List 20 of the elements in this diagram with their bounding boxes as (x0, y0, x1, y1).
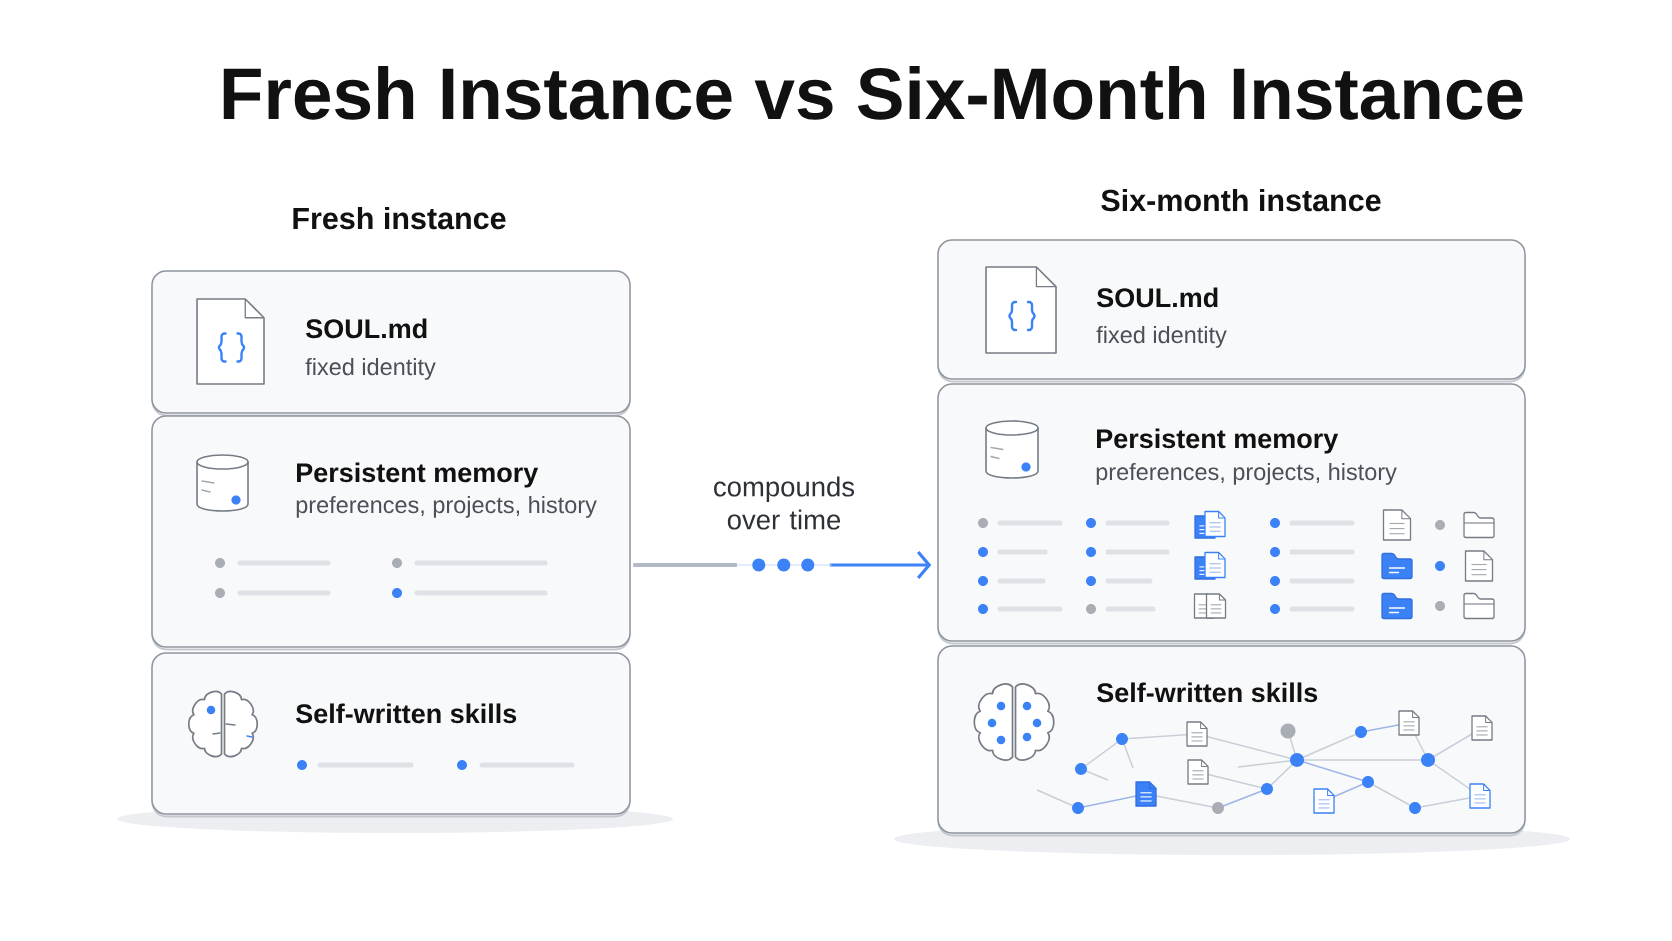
edge-label: compounds over time (714, 476, 855, 530)
card (151, 652, 631, 818)
card-title: SOUL.md (306, 318, 427, 339)
card-subtitle: fixed identity (1096, 326, 1227, 348)
card-title: Persistent memory (297, 462, 539, 488)
card-title: Self-written skills (296, 703, 517, 724)
card (937, 239, 1526, 383)
card-title: Persistent memory (1097, 428, 1339, 454)
card (151, 270, 631, 417)
card (151, 415, 631, 651)
card (937, 383, 1526, 645)
column-heading: Six-month instance (1101, 188, 1381, 212)
card-title: SOUL.md (1097, 287, 1218, 308)
card-title: Self-written skills (1097, 682, 1318, 703)
card-subtitle: fixed identity (305, 358, 436, 380)
card-subtitle: preferences, projects, history (1096, 463, 1397, 485)
arrow (633, 550, 932, 580)
card-subtitle: preferences, projects, history (296, 496, 597, 518)
title: Fresh Instance vs Six-Month Instance (223, 66, 1523, 120)
column-heading: Fresh instance (293, 206, 506, 230)
